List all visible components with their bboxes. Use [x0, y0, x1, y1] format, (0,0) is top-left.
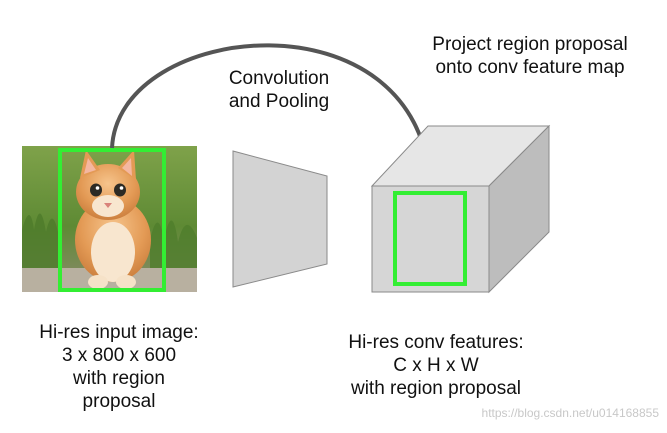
input-image-label: Hi-res input image: 3 x 800 x 600 with r… [14, 321, 224, 413]
project-label: Project region proposal onto conv featur… [400, 33, 660, 79]
input-line-1: Hi-res input image: [39, 322, 199, 343]
input-line-2: 3 x 800 x 600 [61, 345, 177, 366]
features-line-1: Hi-res conv features: [348, 332, 524, 353]
feature-region-box [393, 191, 467, 286]
conv-features-label: Hi-res conv features: C x H x W with reg… [318, 331, 554, 400]
input-region-box [58, 148, 166, 292]
conv-pool-line-1: Convolution [228, 68, 330, 89]
watermark-url: https://blog.csdn.net/u014168855 [481, 406, 659, 420]
3d-box-shape [370, 124, 551, 294]
kitten-photo [22, 146, 197, 292]
conv-pool-line-2: and Pooling [228, 91, 330, 112]
project-line-2: onto conv feature map [435, 57, 625, 78]
features-line-3: with region proposal [350, 378, 522, 399]
project-line-1: Project region proposal [432, 34, 628, 55]
trapezoid-filter-shape [232, 150, 328, 288]
conv-pool-label: Convolution and Pooling [206, 67, 352, 113]
features-line-2: C x H x W [393, 355, 479, 376]
input-line-4: proposal [82, 391, 156, 412]
input-line-3: with region [73, 368, 165, 389]
curved-arrow-icon [110, 43, 449, 205]
